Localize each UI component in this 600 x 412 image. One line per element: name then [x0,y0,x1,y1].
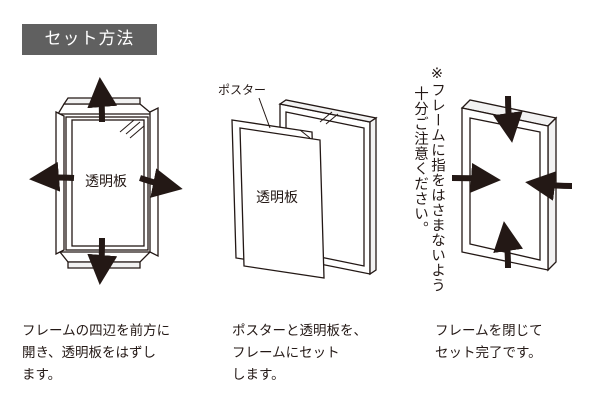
arrow-right-icon [139,168,183,198]
arrow-left-icon [525,170,573,201]
step1-caption: フレームの四辺を前方に 開き、透明板をはずし ます。 [22,323,171,383]
step1-panel-label: 透明板 [85,174,127,190]
arrow-left-icon [29,161,75,192]
step1-arrows [29,77,183,285]
poster-leader-line [258,97,271,129]
step2-panel-label: 透明板 [256,190,298,206]
step2-frame [231,99,378,279]
step1-frame [55,97,159,269]
arrow-down-icon [493,95,523,143]
arrow-up-icon [493,221,523,269]
step3-arrows [451,95,573,269]
section-title: セット方法 [22,24,157,55]
arrow-right-icon [451,162,501,193]
step3-frame [460,99,558,272]
caution-note-line2: 十分ご注意ください。 [412,86,428,236]
step2-caption: ポスターと透明板を、 フレームにセット します。 [232,323,367,383]
step3-caption: フレームを閉じて セット完了です。 [435,323,543,361]
caution-note-line1: ※フレームに指をはさまないよう [429,66,445,293]
poster-label: ポスター [218,83,266,97]
arrow-down-icon [87,237,118,285]
arrow-up-icon [87,77,118,123]
